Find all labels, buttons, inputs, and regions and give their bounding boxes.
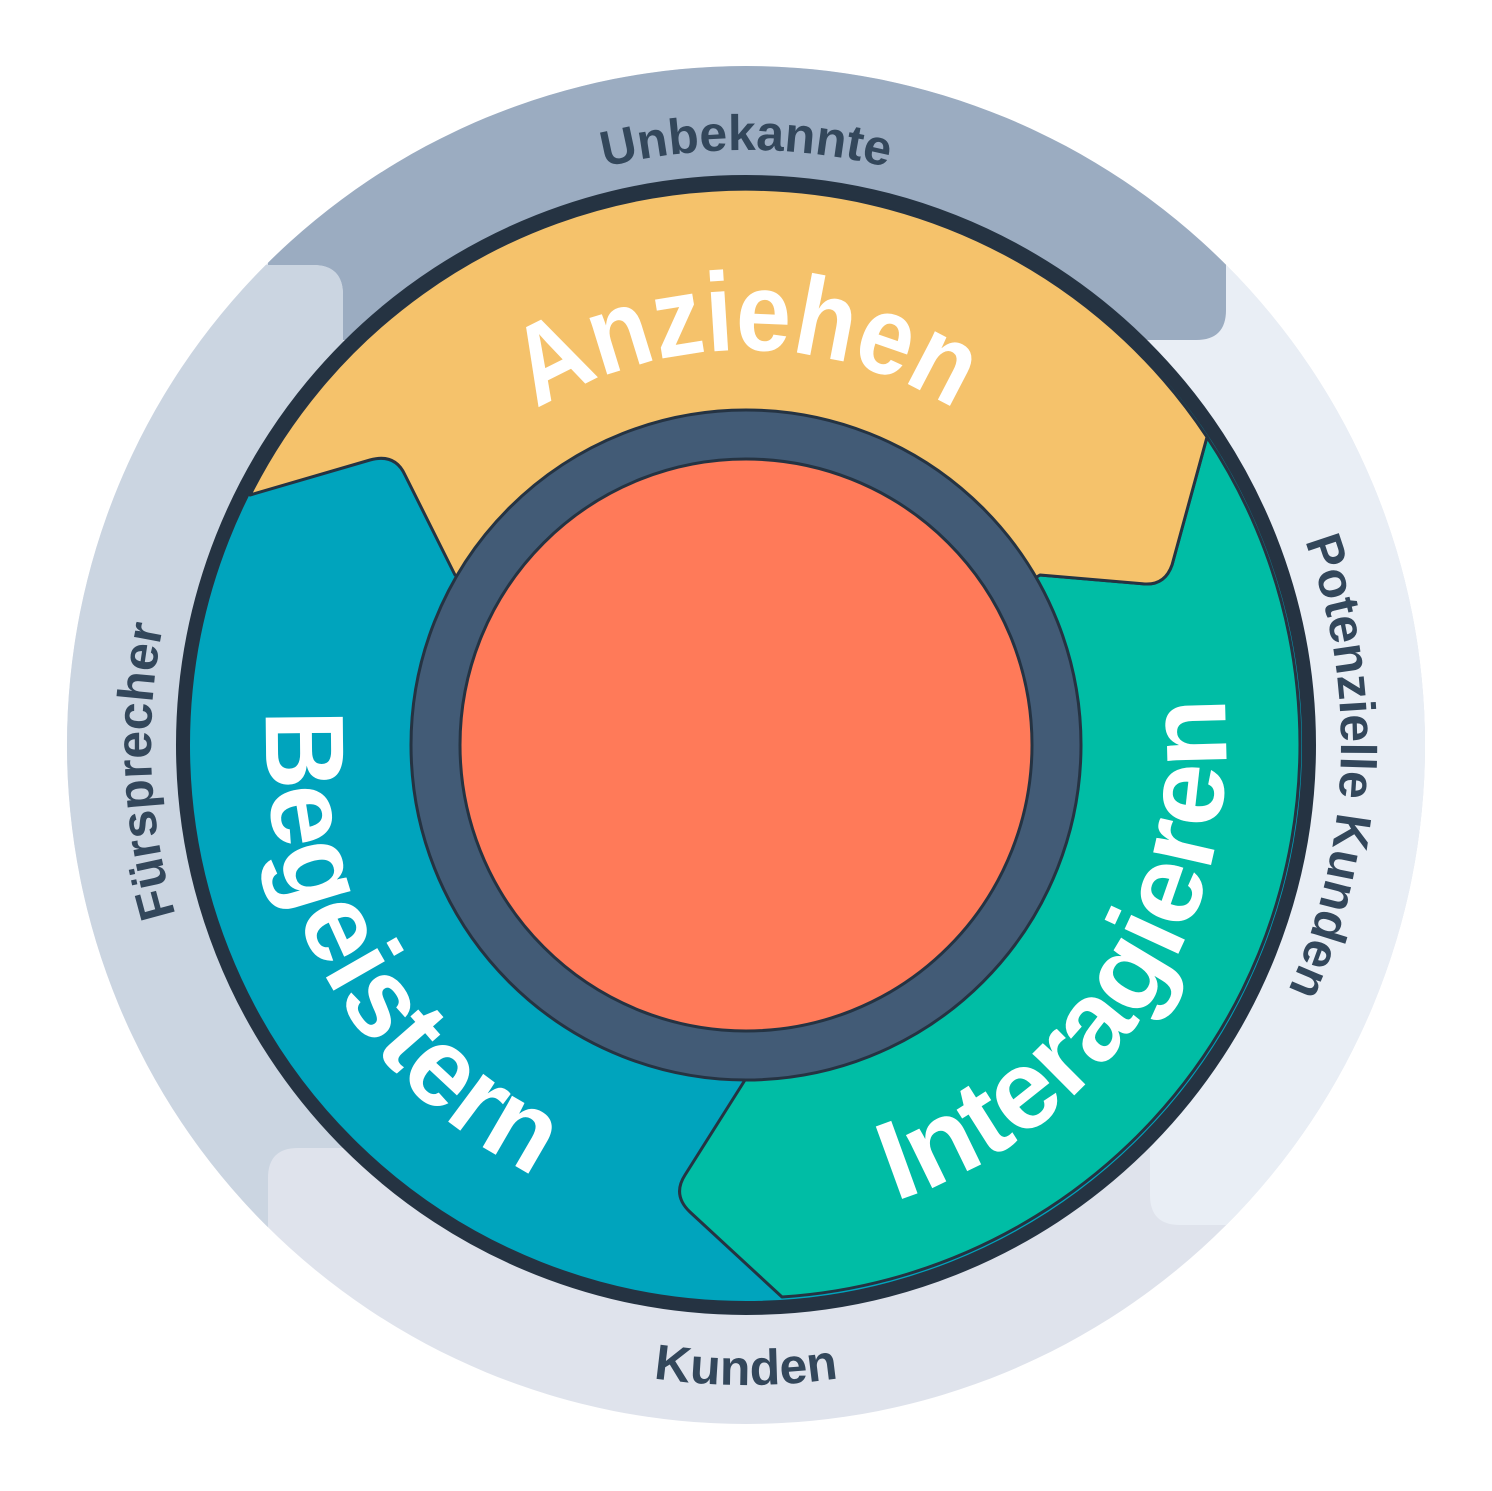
wheel-outline xyxy=(176,175,1316,1315)
label-kunden: Kunden xyxy=(652,1334,840,1396)
hub-center xyxy=(458,457,1034,1033)
